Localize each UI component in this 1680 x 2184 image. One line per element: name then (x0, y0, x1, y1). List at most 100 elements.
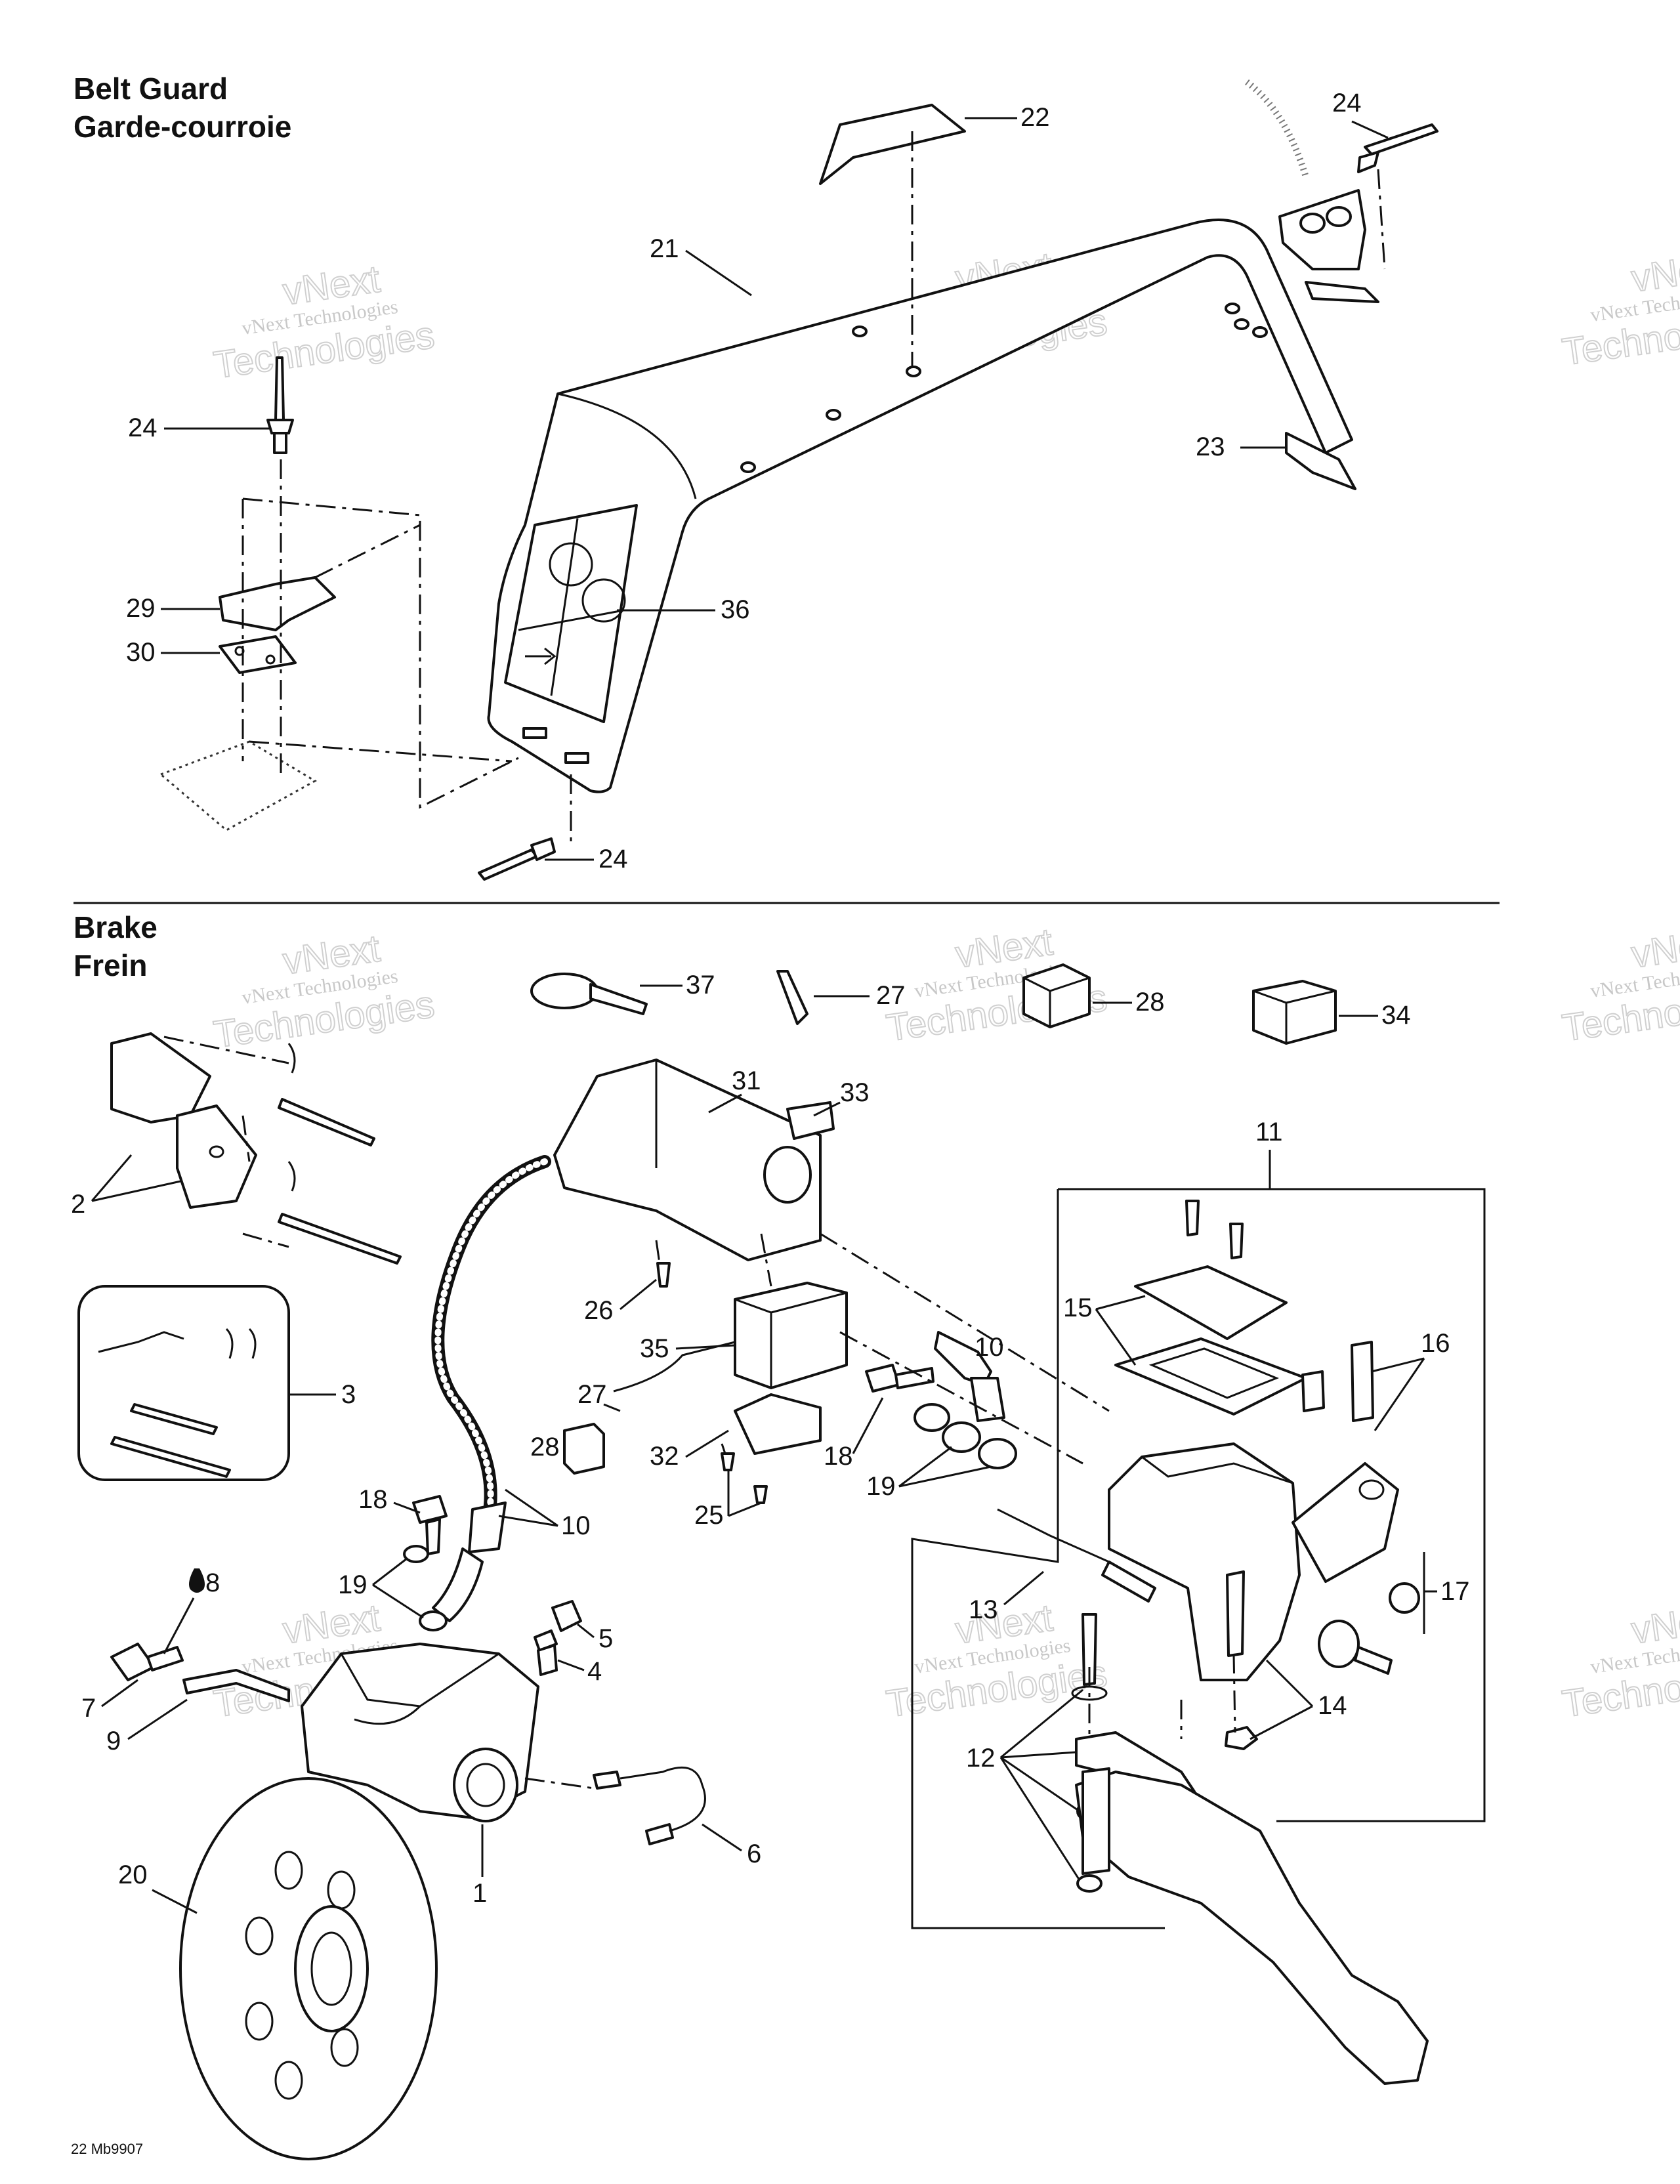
brake-title: Brake Frein (74, 908, 158, 984)
belt-guard-slot (522, 727, 547, 739)
belt-guard-edge (557, 392, 697, 499)
callout-28b: 28 (530, 1433, 560, 1461)
part-25-screw (721, 1452, 768, 1504)
callout-21: 21 (650, 234, 679, 263)
lever-pivot-boss (1082, 1767, 1110, 1875)
part-19-washer (403, 1545, 429, 1563)
callout-5: 5 (598, 1624, 613, 1653)
callout-20: 20 (118, 1860, 148, 1889)
part-30-plate (219, 635, 297, 674)
callout-18a: 18 (824, 1442, 853, 1471)
part-3-kit-box (77, 1285, 290, 1481)
callout-10b: 10 (561, 1511, 591, 1540)
brake-lever (1075, 1771, 1429, 2085)
part-17-switch-parts (1318, 1582, 1420, 1675)
part-19-washer (419, 1610, 448, 1631)
callout-37: 37 (686, 971, 715, 999)
clip (1305, 281, 1379, 303)
part-24-rivet (266, 356, 294, 454)
svg-text:vNext: vNext (1629, 244, 1680, 300)
belt-guard-slot (564, 752, 589, 764)
part-34-connector (1252, 980, 1337, 1045)
part-24-rivet (1357, 123, 1438, 173)
part-21-belt-guard (487, 219, 1353, 793)
callout-17: 17 (1440, 1577, 1470, 1606)
callout-16: 16 (1421, 1329, 1450, 1358)
callout-33: 33 (840, 1078, 870, 1107)
callout-29: 29 (126, 594, 156, 623)
belt-guard-title: Belt Guard Garde-courroie (74, 70, 291, 146)
belt-guard-holes (740, 303, 1268, 473)
callout-27b: 27 (578, 1380, 607, 1409)
master-cylinder-body (1108, 1442, 1399, 1681)
part-8-drop-icon (189, 1568, 205, 1593)
callout-24c: 24 (598, 845, 628, 873)
watermark: vNext Technologies vNext Technologies (211, 926, 438, 1057)
watermark-partial: vNext Technologies vNext Technologies (1559, 243, 1680, 374)
callout-4: 4 (587, 1657, 602, 1686)
part-19-washers-right (914, 1403, 1017, 1469)
part-6-brake-line (593, 1766, 706, 1845)
callout-7: 7 (81, 1694, 96, 1723)
base-plate (159, 740, 317, 831)
part-32-bracket (734, 1393, 822, 1455)
callout-24b: 24 (128, 413, 158, 442)
callout-19a: 19 (866, 1472, 896, 1501)
part-31-cover (553, 1059, 822, 1261)
part-22-decal (819, 104, 966, 185)
callout-35: 35 (640, 1334, 669, 1363)
brake-title-en: Brake (74, 910, 158, 944)
part-18-bolt (412, 1495, 448, 1555)
part-29-bracket (219, 576, 336, 631)
belt-guard-title-fr: Garde-courroie (74, 110, 292, 144)
callout-27a: 27 (876, 981, 906, 1010)
callout-15: 15 (1063, 1293, 1093, 1322)
callout-11: 11 (1255, 1118, 1283, 1146)
svg-text:vNext: vNext (1629, 920, 1680, 976)
callout-36: 36 (721, 595, 750, 624)
part-27-clip (776, 970, 808, 1025)
watermark: vNext Technologies vNext Technologies (211, 257, 438, 387)
callout-9: 9 (106, 1727, 121, 1755)
callout-28a: 28 (1135, 988, 1165, 1017)
callout-30: 30 (126, 638, 156, 667)
part-36-label (504, 504, 638, 723)
reservoir-screws (1185, 1200, 1244, 1259)
brake-callouts: 37 27 28 34 31 33 11 2 26 15 16 3 35 10 … (71, 971, 1470, 1914)
part-13-cable (997, 1508, 1156, 1603)
part-5-cap (551, 1600, 582, 1632)
callout-31: 31 (732, 1066, 761, 1095)
part-18-bolt-right (865, 1364, 934, 1393)
part-26-screw (656, 1262, 671, 1288)
master-cylinder-box-side (911, 1189, 1165, 1929)
part-33-label (786, 1101, 835, 1140)
label-diagram-icon (549, 542, 593, 587)
callout-2: 2 (71, 1190, 85, 1219)
part-16-bolts (1301, 1341, 1374, 1422)
callout-19b: 19 (338, 1570, 368, 1599)
brake-assembly (77, 963, 1486, 2160)
belt-guard-top-edge (708, 256, 1208, 500)
callout-6: 6 (747, 1839, 761, 1868)
part-9-tube (182, 1669, 290, 1702)
callout-12: 12 (966, 1744, 996, 1773)
callout-22: 22 (1020, 103, 1050, 132)
shading (1244, 79, 1309, 178)
watermark-partial: vNext Technologies vNext Technologies (1559, 1595, 1680, 1726)
callout-25: 25 (694, 1501, 724, 1530)
watermark-partial: vNext Technologies vNext Technologies (1559, 919, 1680, 1050)
callout-3: 3 (341, 1380, 356, 1409)
hose-fitting (468, 1502, 507, 1553)
part-7-bleeder-screw (110, 1643, 184, 1681)
part-10-brake-hose (431, 1155, 551, 1522)
part-24-rivet (478, 837, 556, 881)
belt-guard-title-en: Belt Guard (74, 72, 228, 106)
part-15-reservoir-cover (1114, 1265, 1307, 1416)
callout-14: 14 (1318, 1691, 1347, 1720)
part-1-caliper (301, 1643, 539, 1822)
part-14-fasteners (1225, 1570, 1258, 1750)
callout-24a: 24 (1332, 89, 1362, 117)
callout-32: 32 (650, 1442, 679, 1471)
callout-10a: 10 (975, 1333, 1004, 1362)
